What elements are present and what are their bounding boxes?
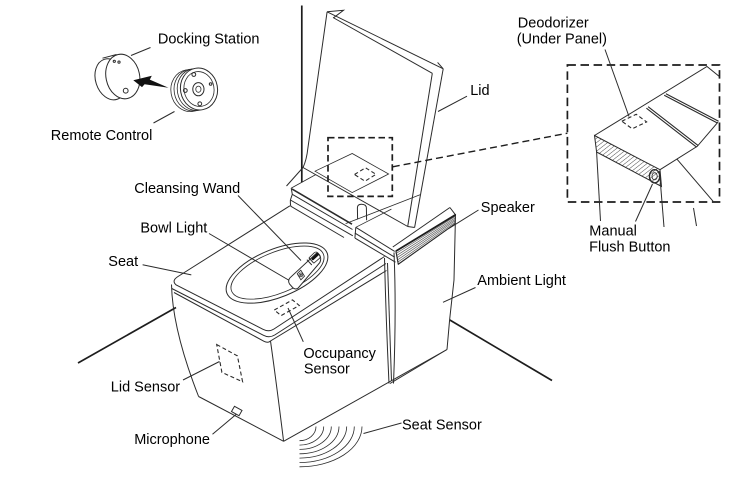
svg-text:Cleansing Wand: Cleansing Wand (134, 181, 240, 197)
svg-text:Occupancy: Occupancy (303, 346, 376, 362)
svg-text:Seat: Seat (108, 254, 138, 270)
svg-text:Remote Control: Remote Control (51, 128, 153, 144)
svg-text:Lid Sensor: Lid Sensor (111, 379, 180, 395)
svg-text:Speaker: Speaker (481, 200, 535, 216)
svg-text:Flush Button: Flush Button (589, 239, 670, 255)
svg-text:Lid: Lid (470, 83, 489, 99)
svg-text:Manual: Manual (589, 224, 637, 240)
svg-text:Seat Sensor: Seat Sensor (402, 417, 482, 433)
svg-text:Deodorizer: Deodorizer (518, 16, 589, 32)
svg-text:(Under Panel): (Under Panel) (517, 32, 607, 48)
svg-text:Microphone: Microphone (134, 432, 210, 448)
svg-text:Sensor: Sensor (304, 362, 350, 378)
svg-text:Docking Station: Docking Station (158, 31, 260, 47)
svg-text:Ambient Light: Ambient Light (477, 273, 566, 289)
svg-text:Bowl Light: Bowl Light (140, 220, 207, 236)
